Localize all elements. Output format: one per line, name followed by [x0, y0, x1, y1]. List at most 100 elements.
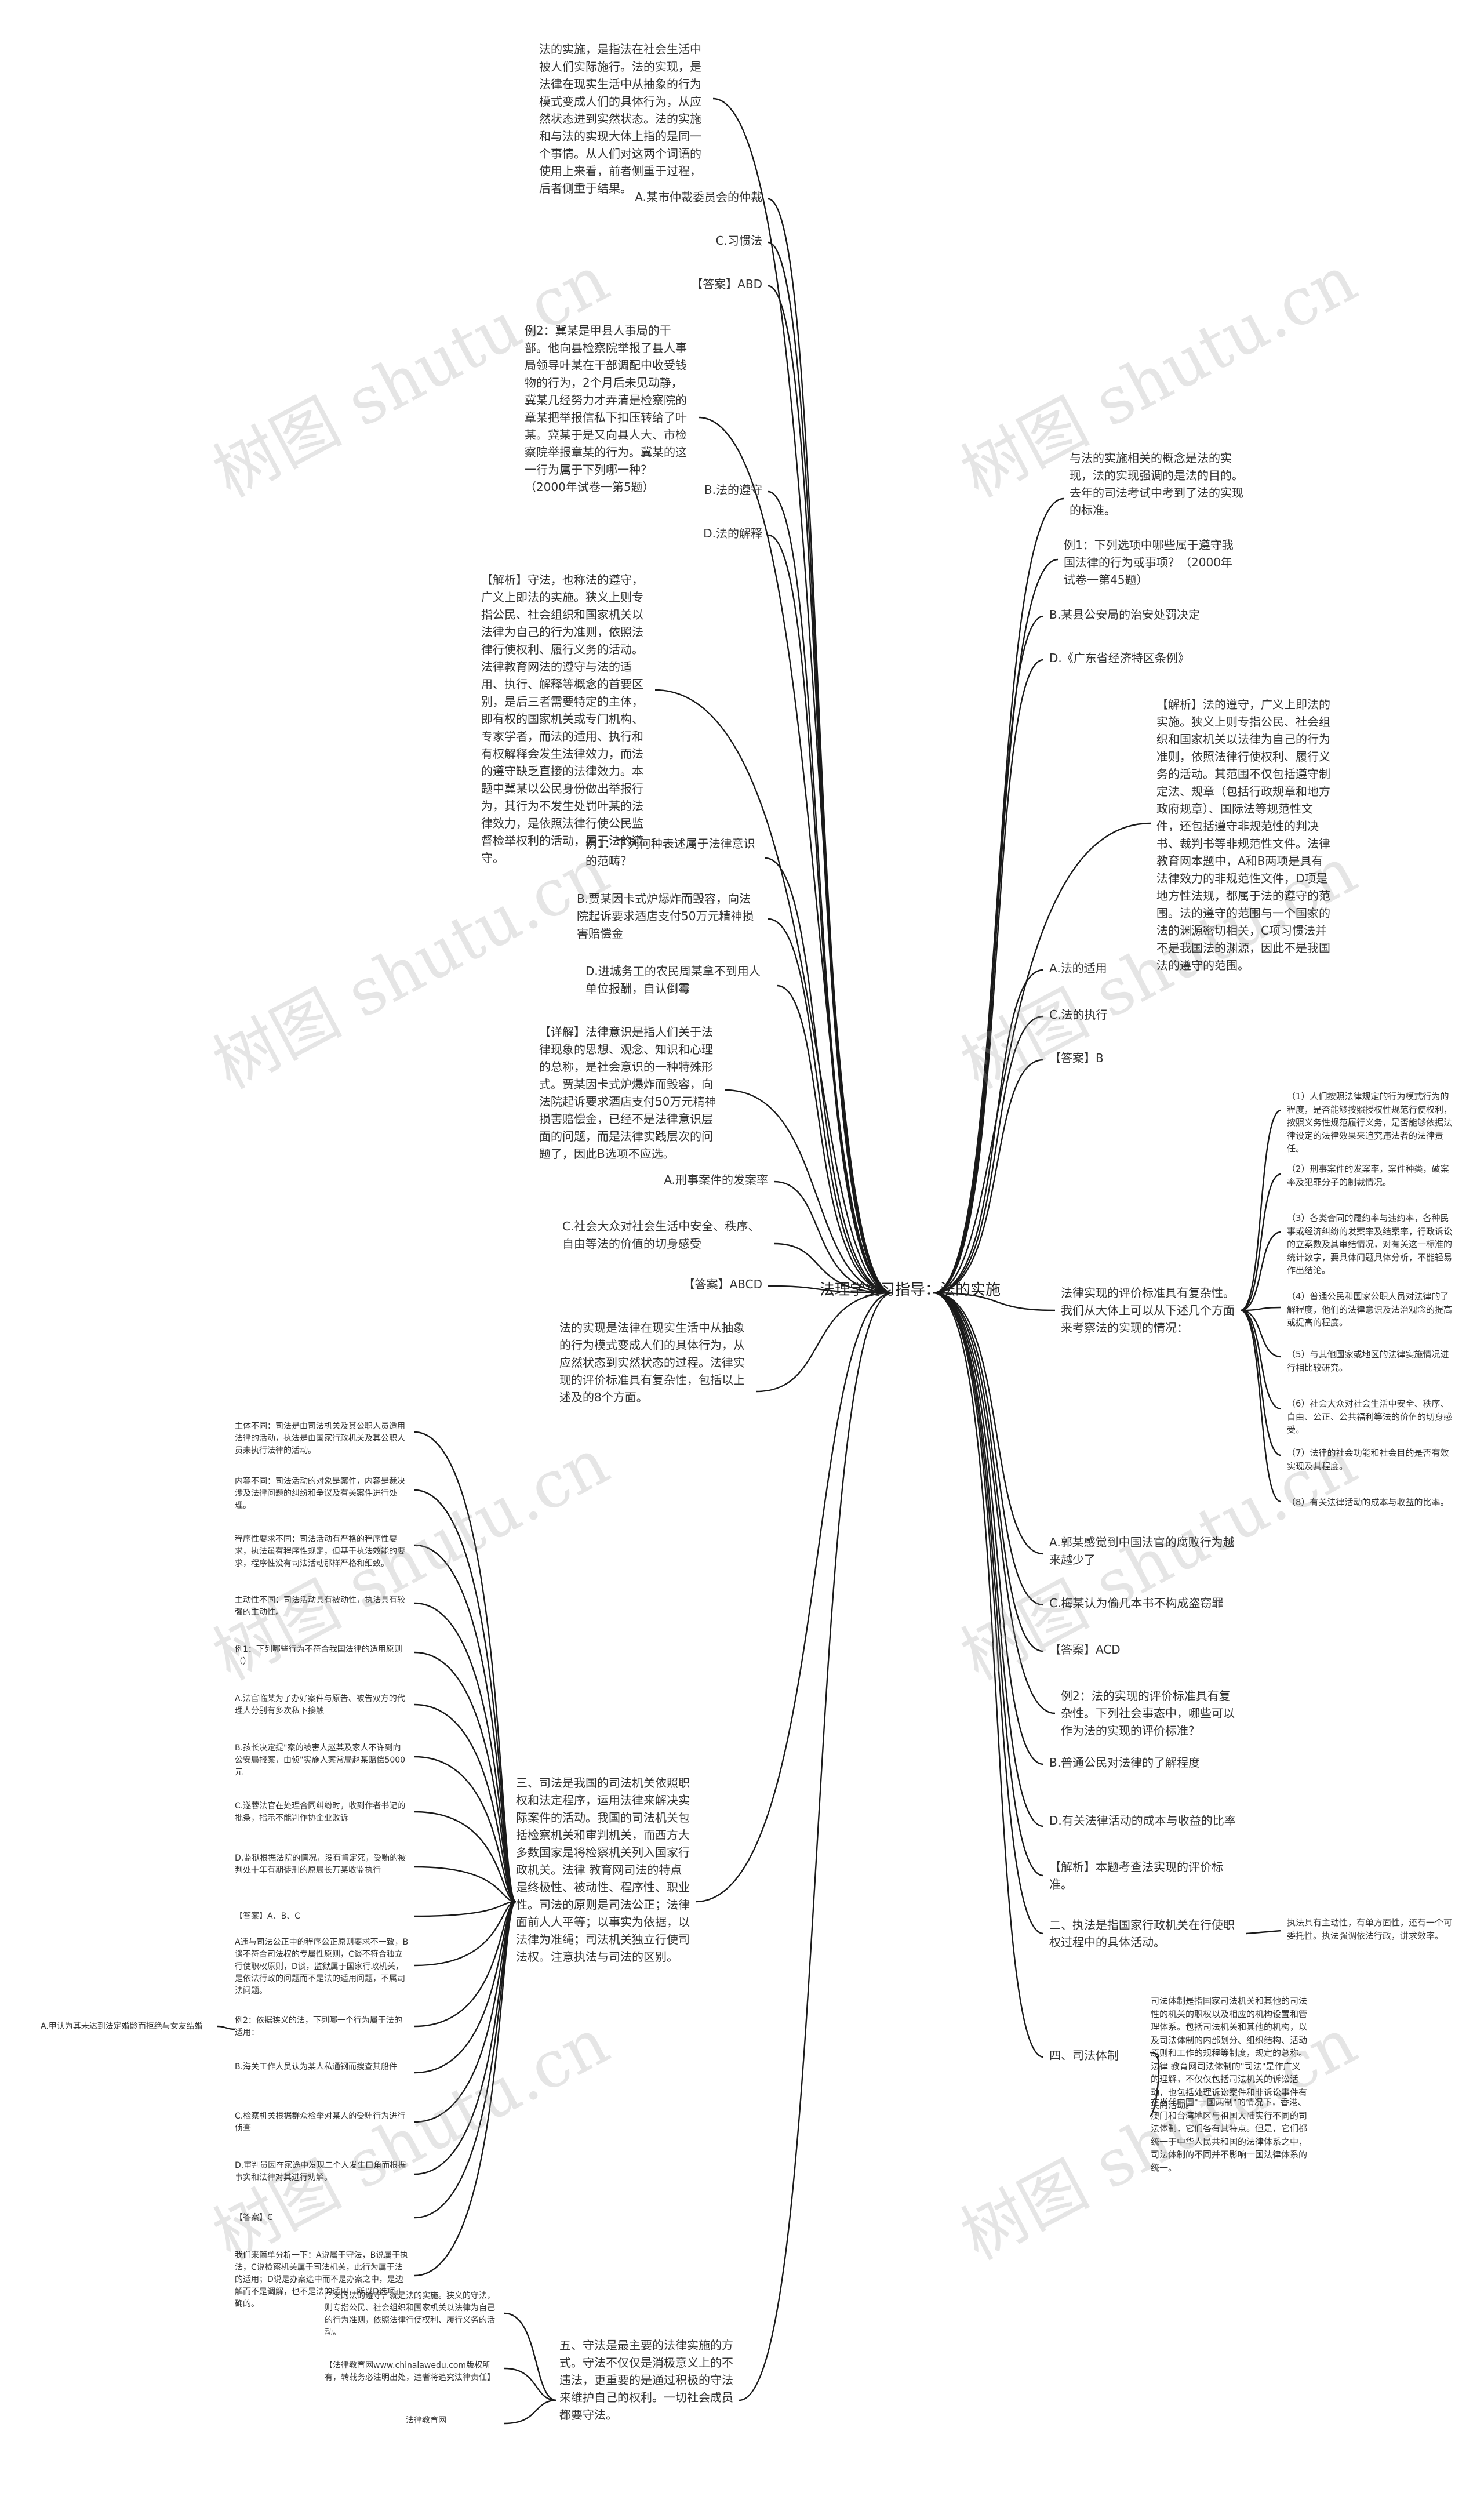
right-branch-line [933, 1059, 1044, 1294]
right-branch-node: 【解析】本题考查法实现的评价标准。 [1049, 1860, 1223, 1891]
left-sub-line [414, 1703, 517, 1903]
right-sub-line [1240, 1309, 1282, 1456]
right-branch-node: 【解析】法的遵守，广义上即法的实施。狭义上则专指公民、社会组织和国家机关以法律为… [1156, 697, 1330, 972]
left-branch-line [768, 918, 893, 1294]
right-branch-node: C.梅某认为偷几本书不构成盗窃罪 [1049, 1596, 1224, 1610]
left-sub-node: 例1：下列哪些行为不符合我国法律的适用原则（） [235, 1645, 402, 1666]
left-sub-line [414, 1489, 517, 1903]
right-branch-node: A.法的适用 [1049, 961, 1107, 975]
left-branch-node: C.社会大众对社会生活中安全、秩序、自由等法的价值的切身感受 [562, 1219, 760, 1251]
right-sub-line [1240, 1109, 1282, 1311]
left-branch-line [712, 97, 893, 1294]
left-branch-node: D.法的解释 [703, 526, 762, 540]
right-sub-node: （7）法律的社会功能和社会目的是否有效实现及其程度。 [1287, 1448, 1449, 1471]
left-sub-node: 例2：依据狭义的法，下列哪一个行为属于法的适用： [235, 2016, 402, 2037]
left-sub-line [414, 1901, 517, 2028]
left-far-node: A.甲认为其未达到法定婚龄而拒绝与女友结婚 [41, 2022, 203, 2031]
left-sub-node: 我们来简单分析一下：A说属于守法，B说属于执法，C说检察机关属于司法机关，此行为… [235, 2251, 409, 2309]
left-sub-node: D.监狱根据法院的情况，没有肯定死，受贿的被判处十年有期徒刑的原局长万某收监执行 [235, 1854, 406, 1875]
left-branch-line [654, 689, 893, 1294]
left-sub-line [504, 2399, 557, 2425]
right-sub-node: （6）社会大众对社会生活中安全、秩序、自由、公正、公共福利等法的价值的切身感受。 [1287, 1398, 1453, 1435]
left-branch-line [776, 984, 893, 1294]
right-branch-line [933, 659, 1044, 1294]
left-branch-node: 法的实现是法律在现实生活中从抽象的行为模式变成人们的具体行为，从应然状态到实然状… [559, 1321, 745, 1404]
left-sub-node: D.审判员因在家途中发现二个人发生口角而根据事实和法律对其进行劝解。 [235, 2161, 406, 2182]
right-branch-node: 例1：下列选项中哪些属于遵守我国法律的行为或事项？（2000年试卷一第45题） [1064, 538, 1234, 587]
right-sub-line [1240, 1306, 1282, 1311]
left-branch-node: B.法的遵守 [704, 483, 762, 497]
left-sub-line [504, 2367, 557, 2401]
left-branch-connectors [654, 97, 893, 2401]
left-branch-line [724, 1089, 893, 1294]
left-branch-node: 【解析】守法，也称法的遵守，广义上即法的实施。狭义上则专指公民、社会组织和国家机… [481, 573, 643, 865]
right-branch-line [933, 1292, 1044, 1652]
left-branch-line [768, 490, 893, 1294]
right-sub-node: 司法体制是指国家司法机关和其他的司法性的机关的职权以及相应的机构设置和管理体系。… [1151, 1996, 1308, 2110]
left-branch-line [739, 1292, 893, 2401]
left-branch-line [773, 1180, 893, 1294]
left-branch-line [756, 1292, 893, 1393]
right-branch-line [933, 497, 1064, 1294]
right-sub-line [1246, 1930, 1282, 1935]
right-branch-node: 二、执法是指国家行政机关在行使职权过程中的具体活动。 [1049, 1918, 1235, 1949]
right-branch-line [933, 1292, 1044, 1606]
left-branch-node: B.贾某因卡式炉爆炸而毁容，向法院起诉要求酒店支付50万元精神损害赔偿金 [577, 892, 754, 940]
left-sub-line [414, 1756, 517, 1903]
left-branch-node: 例2：冀某是甲县人事局的干部。他向县检察院举报了县人事局领导叶某在干部调配中收受… [525, 324, 687, 494]
right-sub-line [1240, 1309, 1282, 1503]
right-branch-node: 法律实现的评价标准具有复杂性。我们从大体上可以从下述几个方面来考察法的实现的情况… [1061, 1286, 1235, 1335]
left-sub-node: 主动性不同：司法活动具有被动性，执法具有较强的主动性。 [235, 1596, 405, 1617]
right-branch-line [933, 969, 1044, 1294]
left-branch-line [768, 285, 893, 1294]
left-branch-node: 例1：下列何种表述属于法律意识的范畴？ [585, 837, 755, 868]
left-branch-node: 法的实施，是指法在社会生活中被人们实际施行。法的实现，是法律在现实生活中从抽象的… [539, 42, 701, 195]
left-sub-line [414, 1544, 517, 1903]
right-branch-line [933, 1292, 1044, 1827]
left-sub-line [414, 1901, 517, 2277]
right-sub-node: 执法具有主动性，有单方面性，还有一个可委托性。执法强调依法行政，讲求效率。 [1287, 1917, 1453, 1941]
left-sub-node: 法律教育网 [406, 2416, 446, 2425]
left-branch-node: A.刑事案件的发案率 [664, 1173, 768, 1187]
left-sub-node: B.海关工作人员认为某人私通钢而搜查其船件 [235, 2062, 398, 2072]
right-branch-node: B.某县公安局的治安处罚决定 [1049, 608, 1201, 622]
left-sub-node: 主体不同：司法是由司法机关及其公职人员适用法律的活动，执法是由国家行政机关及其公… [235, 1422, 405, 1455]
left-branch-node: 【详解】法律意识是指人们关于法律现象的思想、观念、知识和心理的总称，是社会意识的… [539, 1025, 716, 1161]
right-branch-line [933, 1292, 1044, 2058]
left-branch-node: C.习惯法 [715, 234, 762, 248]
left-sub-node: C.检察机关根据群众检举对某人的受贿行为进行侦查 [235, 2112, 406, 2133]
left-branch-line [773, 1242, 893, 1294]
right-branch-node: B.普通公民对法律的了解程度 [1049, 1756, 1201, 1769]
right-sub-line [1149, 2056, 1160, 2117]
left-branch-line [698, 416, 893, 1294]
left-sub-node: B.孩长决定提"案的被害人赵某及家人不许到向公安局报案，由侦"实施人案常局赵某赔… [235, 1743, 406, 1777]
left-sub-line [414, 1901, 517, 2074]
left-branch-node: 五、守法是最主要的法律实施的方式。守法不仅仅是消极意义上的不违法，更重要的是通过… [559, 2338, 733, 2422]
right-branch-node: C.法的执行 [1049, 1008, 1108, 1022]
right-branch-line [933, 1292, 1056, 1714]
left-sub-line [414, 1901, 517, 1967]
left-sub-node: 【法律教育网www.chinalawedu.com版权所有，转载务必注明出处，违… [325, 2361, 495, 2382]
left-far-line [217, 2025, 235, 2030]
right-branch-node: D.有关法律活动的成本与收益的比率 [1049, 1814, 1236, 1827]
right-branch-line [933, 1015, 1044, 1294]
right-sub-node: （3）各类合同的履约率与违约率，各种民事或经济纠纷的发案率及结案率，行政诉讼的立… [1287, 1213, 1453, 1276]
left-branch-line [765, 857, 893, 1294]
right-sub-node: （2）刑事案件的发案率，案件种类，破案率及犯罪分子的制裁情况。 [1287, 1164, 1449, 1187]
left-sub-node: 【答案】A、B、C [235, 1912, 300, 1921]
left-sub-line [504, 2312, 557, 2401]
left-sub-node: 【答案】C [235, 2213, 273, 2222]
right-branch-node: A.郭某感觉到中国法官的腐败行为越来越少了 [1049, 1535, 1235, 1567]
left-sub-line [414, 1866, 517, 1903]
left-branch-node: D.进城务工的农民周某拿不到用人单位报酬，自认倒霉 [585, 964, 761, 995]
right-sub-line [1240, 1173, 1282, 1311]
left-sub-line [414, 1811, 517, 1903]
right-sub-node: 在当代中国"一国两制"的情况下，香港、澳门和台湾地区与祖国大陆实行不同的司法体制… [1151, 2097, 1308, 2173]
right-branch-line [933, 1292, 1044, 1935]
left-sub-node: C.遂蓉法官在处理合同纠纷时，收到作者书记的批条，指示不能判作协企业败诉 [235, 1801, 406, 1823]
left-branch-node: 三、司法是我国的司法机关依照职权和法定程序，运用法律来解决实际案件的活动。我国的… [516, 1776, 690, 1964]
right-branch-line [933, 1292, 1044, 1765]
right-sub-node: （4）普通公民和国家公职人员对法律的了解程度，他们的法律意识及法治观念的提高或提… [1287, 1291, 1453, 1328]
right-branch-node: D.《广东省经济特区条例》 [1049, 651, 1190, 665]
